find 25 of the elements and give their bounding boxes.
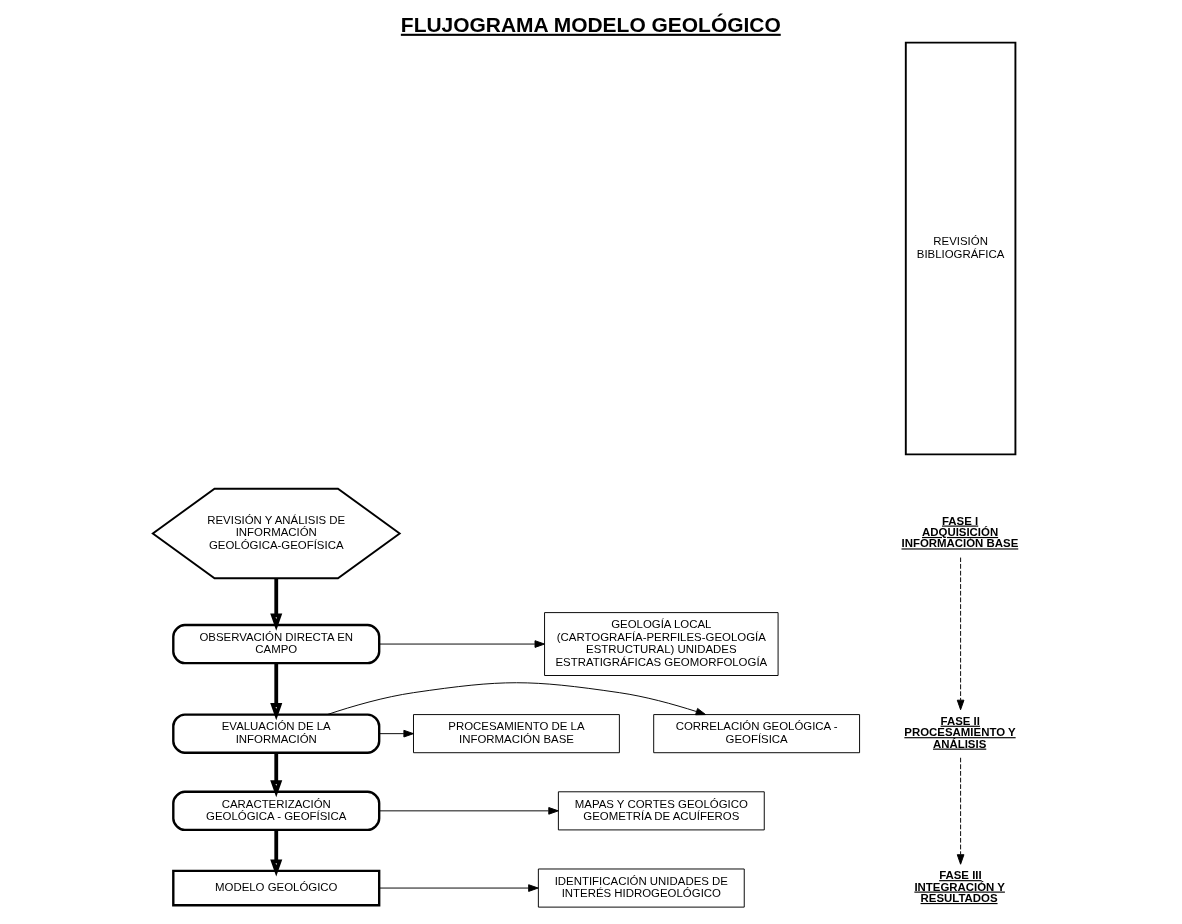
node-text: FASE I ADQUISICIÓN INFORMACIÓN BASE (901, 514, 1018, 550)
node-box: OBSERVACIÓN DIRECTA EN CAMPO (171, 623, 380, 665)
node-box: CARACTERIZACIÓN GEOLÓGICA - GEOFÍSICA (171, 790, 380, 832)
arrow (269, 752, 282, 798)
arrow (378, 807, 559, 815)
node-box: GEOLOGÍA LOCAL (CARTOGRAFÍA-PERFILES-GEOLOGÍA ESTRUCTURAL) UNIDADES ESTRATIGRÁFICAS GEOMORFOLOGÍA (543, 612, 779, 676)
node-text: FASE II PROCESAMIENTO Y ANÁLISIS (903, 714, 1016, 750)
diagram-title: FLUJOGRAMA MODELO GEOLÓGICO (400, 12, 781, 36)
node-text: FASE III INTEGRACIÓN Y RESULTADOS (913, 869, 1005, 904)
arrow (326, 682, 706, 716)
arrow (956, 757, 964, 865)
node-box: CORRELACIÓN GEOLÓGICA - GEOFÍSICA (652, 714, 860, 754)
arrow (269, 830, 282, 877)
arrow (378, 729, 414, 738)
arrow (378, 884, 539, 892)
node-box: MODELO GEOLÓGICO (171, 869, 380, 907)
arrow (269, 663, 282, 721)
arrow (269, 578, 282, 631)
node-box: MAPAS Y CORTES GEOLÓGICO GEOMETRÍA DE ACUÍFEROS (557, 791, 765, 831)
node-box: IDENTIFICACIÓN UNIDADES DE INTERÉS HIDROGEOLÓGICO (537, 868, 745, 908)
node-box: PROCESAMIENTO DE LA INFORMACIÓN BASE (412, 714, 620, 754)
arrow (378, 640, 545, 648)
node-box: REVISIÓN BIBLIOGRÁFICA (904, 41, 1016, 456)
node-box: EVALUACIÓN DE LA INFORMACIÓN (171, 713, 380, 754)
arrow (956, 557, 964, 711)
